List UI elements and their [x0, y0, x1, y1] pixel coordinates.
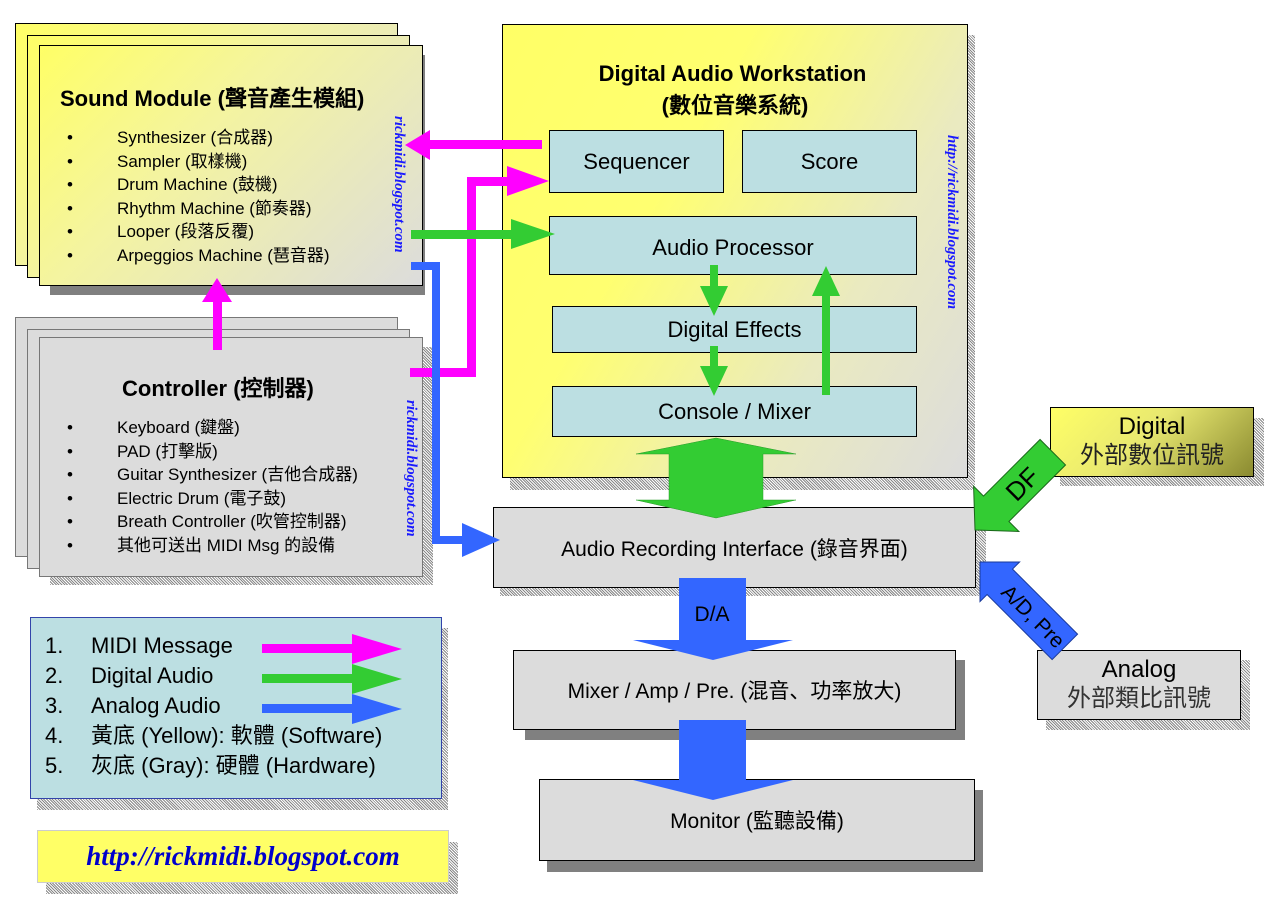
legend-list: 1. MIDI Message 2. Digital Audio 3. Analog …: [45, 631, 382, 781]
footer-url-link[interactable]: http://rickmidi.blogspot.com: [86, 841, 400, 871]
list-item: Synthesizer (合成器): [31, 126, 330, 150]
legend-label: MIDI Message: [91, 633, 233, 658]
daw-watermark: http://rickmidi.blogspot.com: [944, 135, 960, 310]
legend-arrow-analog: [262, 694, 402, 724]
legend-item-gray: 5. 灰底 (Gray): 硬體 (Hardware): [45, 751, 382, 781]
digital-arrow-console-interface: [635, 437, 797, 519]
legend-label: Analog Audio: [91, 693, 221, 718]
legend-arrow-midi: [262, 634, 402, 664]
daw-subtitle: (數位音樂系統): [661, 93, 809, 118]
list-item: Drum Machine (鼓機): [31, 173, 330, 197]
midi-arrow-sequencer-to-sound-module: [405, 130, 542, 160]
list-item: 其他可送出 MIDI Msg 的設備: [31, 534, 358, 558]
sound-module-card: Sound Module (聲音產生模組) Synthesizer (合成器) …: [39, 45, 423, 286]
mixer-amp-box[interactable]: Mixer / Amp / Pre. (混音、功率放大): [513, 650, 956, 730]
digital-ext-title: Digital: [1118, 413, 1186, 440]
sound-module-title: Sound Module (聲音產生模組): [60, 86, 365, 111]
list-item: Looper (段落反覆): [31, 220, 330, 244]
midi-arrow-controller-to-sequencer: [410, 166, 549, 377]
console-mixer-box[interactable]: Console / Mixer: [552, 386, 917, 437]
controller-watermark: rickmidi.blogspot.com: [403, 400, 419, 537]
legend-label: 黃底 (Yellow): 軟體 (Software): [91, 723, 383, 748]
mixer-amp-label: Mixer / Amp / Pre. (混音、功率放大): [567, 680, 902, 703]
list-item: Breath Controller (吹管控制器): [31, 510, 358, 534]
controller-card: Controller (控制器) Keyboard (鍵盤) PAD (打擊版)…: [39, 337, 423, 577]
sound-module-list: Synthesizer (合成器) Sampler (取樣機) Drum Mac…: [31, 126, 330, 267]
midi-arrow-controller-to-sound-module: [202, 278, 232, 350]
daw-title: Digital Audio Workstation: [598, 61, 867, 86]
monitor-box[interactable]: Monitor (監聽設備): [539, 779, 975, 861]
controller-title: Controller (控制器): [122, 376, 314, 401]
analog-arrow-to-audio-interface: [411, 262, 500, 557]
legend-item-midi: 1. MIDI Message: [45, 631, 382, 661]
list-item: Sampler (取樣機): [31, 150, 330, 174]
sequencer-box[interactable]: Sequencer: [549, 130, 724, 193]
footer-url-box: http://rickmidi.blogspot.com: [37, 830, 449, 883]
df-arrow: DF: [973, 438, 1067, 532]
digital-effects-box[interactable]: Digital Effects: [552, 306, 917, 353]
da-arrow: D/A: [633, 578, 793, 660]
legend-num: 1.: [45, 633, 64, 658]
audio-processor-box[interactable]: Audio Processor: [549, 216, 917, 275]
digital-arrow-processor-to-effects: [700, 265, 728, 316]
analog-ext-box: Analog 外部類比訊號: [1037, 650, 1241, 720]
sound-module-watermark: rickmidi.blogspot.com: [391, 116, 407, 253]
digital-arrow-sound-module-to-audio-processor: [411, 219, 555, 249]
list-item: PAD (打擊版): [31, 440, 358, 464]
ad-pre-arrow: A/D, Pre: [979, 561, 1079, 661]
legend-num: 3.: [45, 693, 64, 718]
audio-interface-box[interactable]: Audio Recording Interface (錄音界面): [493, 507, 976, 588]
list-item: Arpeggios Machine (琶音器): [31, 244, 330, 268]
audio-interface-label: Audio Recording Interface (錄音界面): [561, 537, 908, 561]
list-item: Keyboard (鍵盤): [31, 416, 358, 440]
analog-ext-title: Analog: [1101, 656, 1177, 683]
digital-arrow-console-to-processor: [812, 266, 840, 395]
controller-list: Keyboard (鍵盤) PAD (打擊版) Guitar Synthesiz…: [31, 416, 358, 557]
legend-num: 2.: [45, 663, 64, 688]
legend-label: 灰底 (Gray): 硬體 (Hardware): [91, 753, 376, 778]
legend-item-yellow: 4. 黃底 (Yellow): 軟體 (Software): [45, 721, 382, 751]
legend-num: 5.: [45, 753, 64, 778]
legend-item-digital: 2. Digital Audio: [45, 661, 382, 691]
legend-item-analog: 3. Analog Audio: [45, 691, 382, 721]
list-item: Rhythm Machine (節奏器): [31, 197, 330, 221]
legend-num: 4.: [45, 723, 64, 748]
legend-label: Digital Audio: [91, 663, 214, 688]
da-arrow-label: D/A: [694, 603, 729, 626]
analog-ext-subtitle: 外部類比訊號: [1067, 685, 1211, 712]
list-item: Electric Drum (電子鼓): [31, 487, 358, 511]
legend-arrow-digital: [262, 664, 402, 694]
analog-arrow-mixer-to-monitor: [633, 720, 793, 800]
list-item: Guitar Synthesizer (吉他合成器): [31, 463, 358, 487]
digital-ext-box: Digital 外部數位訊號: [1050, 407, 1254, 477]
digital-ext-subtitle: 外部數位訊號: [1080, 442, 1224, 469]
score-box[interactable]: Score: [742, 130, 917, 193]
monitor-label: Monitor (監聽設備): [670, 810, 844, 833]
digital-arrow-effects-to-console: [700, 346, 728, 396]
